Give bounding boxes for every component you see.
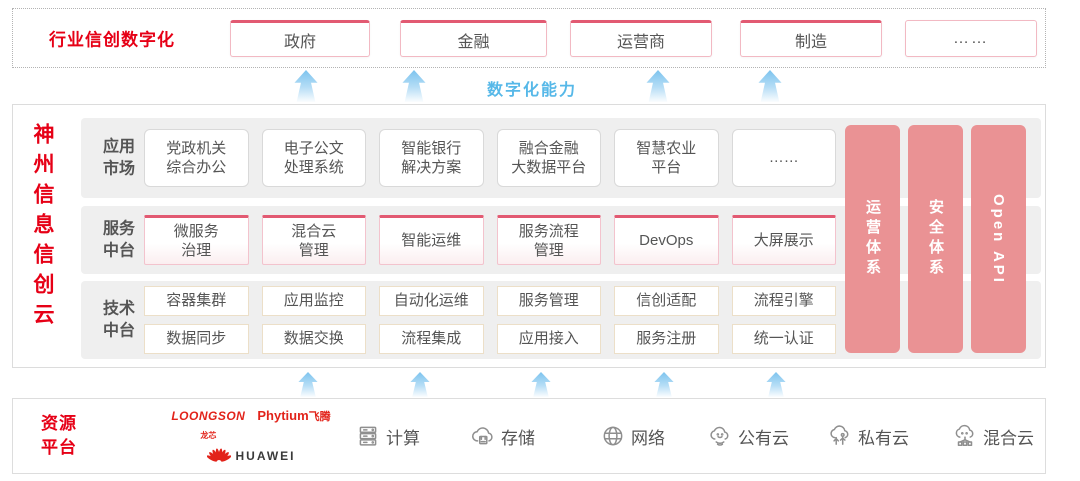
- resource-item-label: 网络: [631, 428, 665, 448]
- tech-card: 应用接入: [496, 324, 601, 354]
- phytium-wordmark: Phytium: [257, 408, 309, 423]
- app-card: 党政机关 综合办公: [144, 129, 249, 187]
- up-arrow-icon: [531, 372, 551, 397]
- resource-item-public-cloud: 公有云: [707, 423, 789, 449]
- industry-box-finance: 金融: [400, 20, 547, 57]
- service-card: 微服务 治理: [144, 215, 249, 265]
- tech-card: 流程引擎: [731, 286, 836, 316]
- pillar-operations: 运营体系: [845, 125, 900, 353]
- resource-item-label: 私有云: [858, 428, 909, 448]
- tech-card: 应用监控: [261, 286, 366, 316]
- service-card: 智能运维: [379, 215, 484, 265]
- resource-section: 资源 平台 LOONGSON 龙芯 Phytium飞腾: [12, 398, 1046, 474]
- tech-card: 数据交换: [261, 324, 366, 354]
- resource-item-network: 网络: [600, 423, 665, 449]
- industry-box-operator: 运营商: [570, 20, 712, 57]
- resource-section-title: 资源 平台: [41, 414, 77, 457]
- phytium-logo: Phytium飞腾: [257, 407, 330, 425]
- card-grid: 微服务 治理 混合云 管理 智能运维 服务流程 管理 DevOps 大屏展示: [144, 215, 836, 265]
- app-card: 融合金融 大数据平台: [496, 129, 601, 187]
- industry-box-manufacturing: 制造: [740, 20, 882, 57]
- loongson-chinese: 龙芯: [200, 431, 217, 440]
- card-grid: 党政机关 综合办公 电子公文 处理系统 智能银行 解决方案 融合金融 大数据平台…: [144, 129, 836, 187]
- loongson-wordmark: LOONGSON: [171, 409, 246, 423]
- tech-card: 信创适配: [614, 286, 719, 316]
- app-card-more: ……: [731, 129, 836, 187]
- vendor-logos: LOONGSON 龙芯 Phytium飞腾: [161, 407, 341, 465]
- resource-item-label: 混合云: [983, 428, 1034, 448]
- up-arrow-icon: [758, 70, 782, 102]
- phytium-chinese: 飞腾: [308, 411, 331, 423]
- tech-card: 自动化运维: [379, 286, 484, 316]
- up-arrow-icon: [654, 372, 674, 397]
- up-arrow-icon: [646, 70, 670, 102]
- app-card: 智慧农业 平台: [614, 129, 719, 187]
- tech-card: 服务管理: [496, 286, 601, 316]
- service-card: 混合云 管理: [261, 215, 366, 265]
- row-label: 服务 中台: [103, 220, 136, 259]
- private-cloud-icon: [830, 425, 849, 445]
- resource-item-compute: 计算: [355, 423, 420, 449]
- tech-card: 流程集成: [379, 324, 484, 354]
- resource-item-private-cloud: 私有云: [827, 423, 909, 449]
- service-card: 大屏展示: [731, 215, 836, 265]
- huawei-flower-icon: [206, 448, 231, 462]
- storage-icon: [472, 427, 493, 445]
- compute-icon: [359, 426, 377, 446]
- tech-card: 数据同步: [144, 324, 249, 354]
- resource-item-label: 公有云: [738, 428, 789, 448]
- huawei-logo: HUAWEI: [161, 447, 341, 465]
- huawei-wordmark: HUAWEI: [235, 449, 296, 463]
- resource-item-hybrid-cloud: 混合云: [952, 423, 1034, 449]
- public-cloud-icon: [710, 426, 729, 446]
- row-label: 应用 市场: [103, 138, 136, 177]
- app-card: 智能银行 解决方案: [379, 129, 484, 187]
- resource-item-label: 存储: [501, 428, 535, 448]
- industry-box-more: ……: [905, 20, 1037, 57]
- tech-card: 容器集群: [144, 286, 249, 316]
- platform-section: 神州信息信创云 应用 市场 党政机关 综合办公 电子公文 处理系统 智能银行 解…: [12, 104, 1046, 368]
- industry-section: 行业信创数字化 政府 金融 运营商 制造 ……: [12, 8, 1046, 68]
- hybrid-cloud-icon: [955, 424, 974, 446]
- network-icon: [603, 426, 623, 446]
- up-arrow-icon: [766, 372, 786, 397]
- platform-title: 神州信息信创云: [31, 123, 54, 333]
- app-card: 电子公文 处理系统: [261, 129, 366, 187]
- industry-section-title: 行业信创数字化: [49, 30, 175, 50]
- tech-card: 服务注册: [614, 324, 719, 354]
- up-arrow-icon: [298, 372, 318, 397]
- card-grid: 容器集群 应用监控 自动化运维 服务管理 信创适配 流程引擎 数据同步 数据交换…: [144, 286, 836, 354]
- row-label: 技术 中台: [103, 300, 136, 339]
- up-arrow-icon: [402, 70, 426, 102]
- loongson-logo: LOONGSON 龙芯: [171, 407, 245, 443]
- tech-card: 统一认证: [731, 324, 836, 354]
- up-arrow-icon: [294, 70, 318, 102]
- service-card: DevOps: [614, 215, 719, 265]
- industry-box-government: 政府: [230, 20, 370, 57]
- pillar-open-api: Open API: [971, 125, 1026, 353]
- up-arrow-icon: [410, 372, 430, 397]
- resource-item-label: 计算: [386, 428, 420, 448]
- service-card: 服务流程 管理: [496, 215, 601, 265]
- resource-item-storage: 存储: [470, 423, 535, 449]
- pillar-security: 安全体系: [908, 125, 963, 353]
- capability-label: 数字化能力: [487, 82, 578, 99]
